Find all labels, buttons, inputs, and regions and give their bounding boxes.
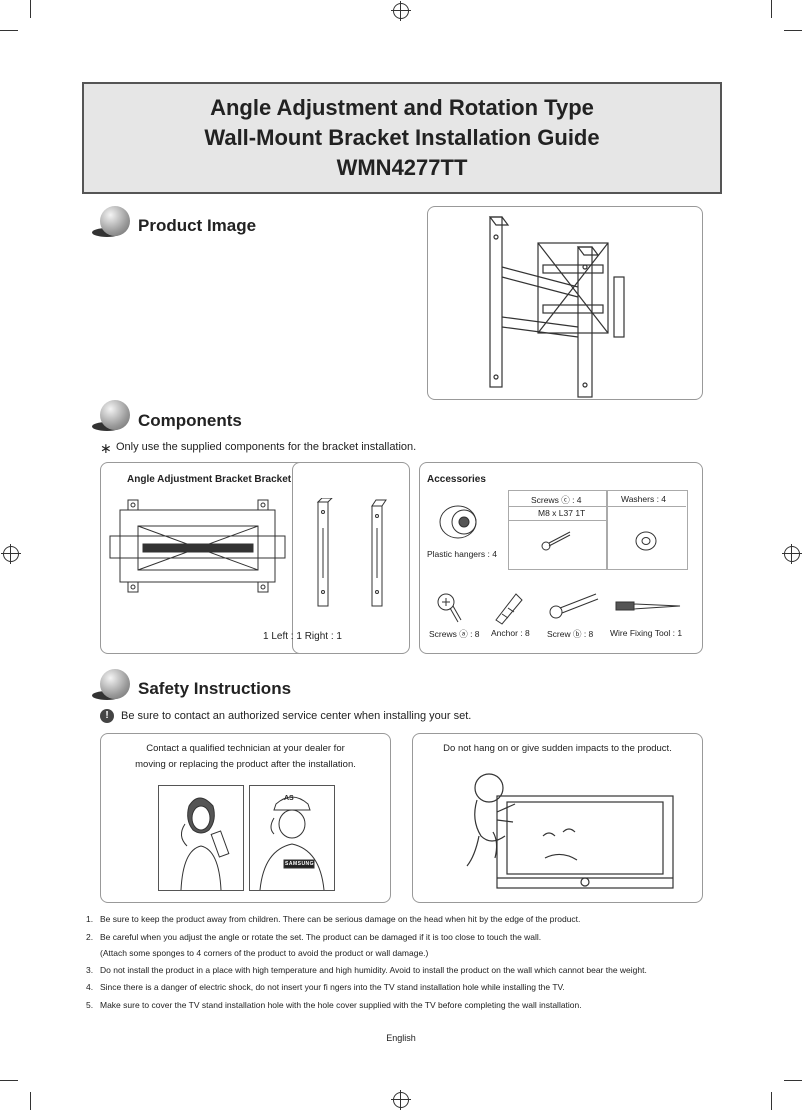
safety-panel-child: Do not hang on or give sudden impacts to… — [412, 733, 703, 903]
section-title-components: Components — [138, 411, 242, 430]
list-item: 1. Be sure to keep the product away from … — [86, 914, 581, 924]
shirt-text: SAMSUNG — [285, 861, 315, 867]
list-number: 3. — [86, 965, 94, 975]
section-ball-icon — [100, 206, 130, 236]
panel1-line1: Contact a qualified technician at your d… — [146, 743, 345, 754]
crop-mark — [0, 1080, 18, 1081]
title-box: Angle Adjustment and Rotation Type Wall-… — [82, 82, 722, 194]
table-divider — [508, 506, 686, 507]
cap-text: AS — [284, 795, 294, 802]
left-right-count: 1 Left : 1 Right : 1 — [263, 631, 342, 642]
list-text: Since there is a danger of electric shoc… — [100, 982, 565, 992]
title-line-3: WMN4277TT — [336, 155, 468, 180]
title-line-2: Wall-Mount Bracket Installation Guide — [204, 125, 600, 150]
panel2-text: Do not hang on or give sudden impacts to… — [443, 743, 672, 754]
list-item: (Attach some sponges to 4 corners of the… — [100, 948, 428, 958]
asterisk-icon: ∗ — [100, 440, 112, 456]
section-ball-icon — [100, 400, 130, 430]
list-item: 5. Make sure to cover the TV stand instal… — [86, 1000, 582, 1010]
screw-b-label: Screw ⓑ : 8 — [547, 629, 594, 639]
list-text: Do not install the product in a place wi… — [100, 965, 647, 975]
list-number: 2. — [86, 932, 94, 942]
registration-mark-icon — [1, 544, 21, 564]
table-cell — [606, 490, 688, 570]
safety-panel-technician: Contact a qualified technician at your d… — [100, 733, 391, 903]
components-note: Only use the supplied components for the… — [116, 441, 417, 453]
list-number: 5. — [86, 1000, 94, 1010]
list-item: 2. Be careful when you adjust the angle o… — [86, 932, 542, 942]
plastic-hangers-label: Plastic hangers : 4 — [427, 549, 497, 559]
woman-phone-illustration — [158, 785, 244, 891]
technician-illustration: AS SAMSUNG — [249, 785, 335, 891]
warning-icon: ! — [100, 709, 114, 723]
list-number: 1. — [86, 914, 94, 924]
screws-c-spec: M8 x L37 1T — [538, 508, 586, 518]
title-line-1: Angle Adjustment and Rotation Type — [210, 95, 594, 120]
anchor-label: Anchor : 8 — [491, 628, 530, 638]
accessories-panel — [419, 462, 703, 654]
table-divider — [508, 520, 606, 521]
washers-label: Washers : 4 — [621, 494, 667, 504]
rails-panel — [292, 462, 410, 654]
list-text: Be careful when you adjust the angle or … — [100, 932, 542, 942]
safety-warning-text: Be sure to contact an authorized service… — [121, 710, 472, 722]
accessories-label: Accessories — [427, 474, 486, 485]
washer-icon — [635, 531, 657, 551]
table-cell — [508, 490, 608, 570]
crop-mark — [771, 1092, 772, 1110]
plastic-hanger-icon — [439, 505, 477, 539]
list-text: Make sure to cover the TV stand installa… — [100, 1000, 582, 1010]
crop-mark — [784, 30, 802, 31]
bracket-label: Angle Adjustment Bracket Bracket — [127, 474, 292, 485]
list-text: (Attach some sponges to 4 corners of the… — [100, 948, 429, 958]
section-title-safety: Safety Instructions — [138, 679, 292, 698]
anchor-icon — [495, 593, 523, 625]
panel1-line2: moving or replacing the product after th… — [135, 759, 356, 770]
product-image-panel — [427, 206, 703, 400]
screw-c-icon — [541, 531, 571, 551]
crop-mark — [30, 1092, 31, 1110]
screws-a-label: Screws ⓐ : 8 — [429, 629, 480, 639]
rail-right-illustration — [371, 499, 387, 607]
screws-c-label: Screws ⓒ : 4 — [531, 495, 582, 505]
screw-b-icon — [549, 593, 599, 619]
list-item: 4. Since there is a danger of electric sh… — [86, 982, 565, 992]
wire-fixing-tool-icon — [615, 601, 681, 611]
list-number: 4. — [86, 982, 94, 992]
registration-mark-icon — [391, 1, 411, 21]
footer-language: English — [386, 1033, 416, 1043]
registration-mark-icon — [782, 544, 802, 564]
rail-left-illustration — [316, 498, 333, 607]
crop-mark — [0, 30, 18, 31]
list-item: 3. Do not install the product in a place … — [86, 965, 647, 975]
section-title-product-image: Product Image — [138, 216, 257, 235]
list-text: Be sure to keep the product away from ch… — [100, 914, 581, 924]
crop-mark — [30, 0, 31, 18]
wire-fixing-tool-label: Wire Fixing Tool : 1 — [610, 628, 683, 638]
child-tv-illustration — [466, 773, 674, 889]
wall-mount-bracket-illustration — [488, 216, 625, 398]
crop-mark — [771, 0, 772, 18]
crop-mark — [784, 1080, 802, 1081]
bracket-top-view-illustration — [109, 499, 286, 593]
screw-a-icon — [437, 593, 462, 623]
registration-mark-icon — [391, 1090, 411, 1110]
section-ball-icon — [100, 669, 130, 699]
